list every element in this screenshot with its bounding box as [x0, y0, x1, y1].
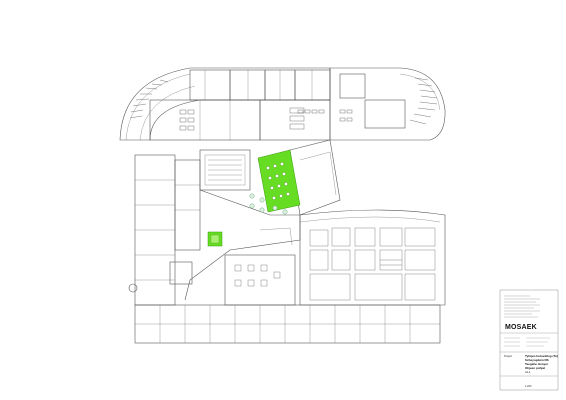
title-block-meta	[504, 337, 550, 347]
highlighted-room	[207, 231, 223, 247]
highlighted-seating-area	[257, 149, 301, 213]
upper-middle-block	[149, 99, 331, 141]
right-wing	[299, 209, 446, 306]
upper-right-wing	[297, 67, 446, 141]
title-block: MOSAEK Project Tytöjen hutovatlog (Tu) S…	[499, 289, 559, 391]
project-name: Tytöjen hutovatlog (Tu)	[525, 354, 558, 358]
title-block-notes	[504, 295, 540, 318]
atrium-tables	[249, 193, 288, 215]
company-logo: MOSAEK	[505, 324, 537, 331]
drawing-scale: 1:200	[525, 384, 532, 388]
drawing-code: Ak-4	[525, 370, 531, 374]
project-subtitle-2: Teegahe Honyer	[525, 362, 549, 366]
drawing-title: Ohjeen pohjat	[525, 366, 545, 370]
project-label: Project	[504, 354, 512, 358]
project-subtitle-1: Scheyogdem NS	[525, 358, 549, 362]
lower-block	[134, 254, 441, 344]
